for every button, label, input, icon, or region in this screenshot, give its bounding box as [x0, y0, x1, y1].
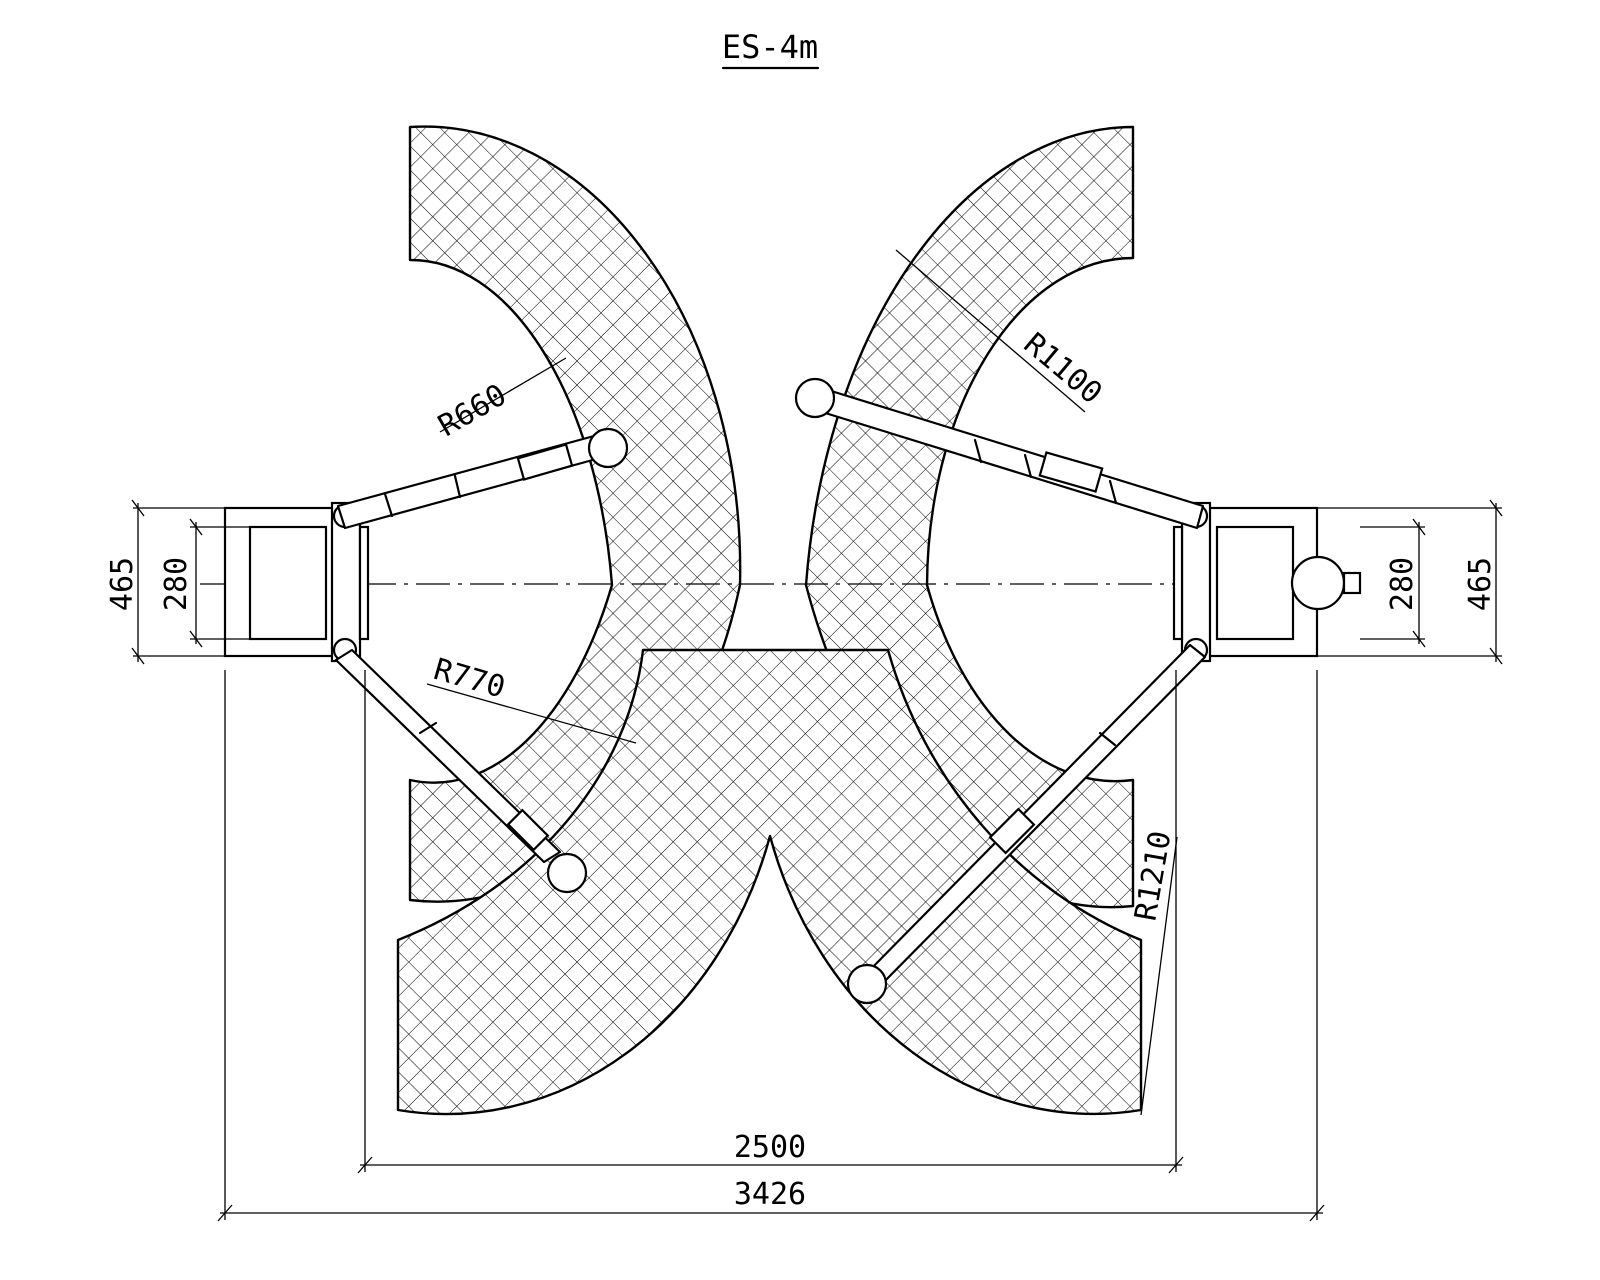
- radius-label-r1100: R1100: [1017, 326, 1109, 411]
- pad-upper-left: [587, 427, 629, 469]
- radius-label-r1210: R1210: [1128, 828, 1178, 923]
- dim-label-280-right: 280: [1385, 557, 1420, 611]
- dimension-right: 465 280: [1317, 499, 1503, 665]
- lift-arms: [334, 377, 1207, 1005]
- dimension-left: 465 280: [105, 499, 250, 665]
- dim-label-280-left: 280: [159, 557, 194, 611]
- motor: [1290, 555, 1346, 611]
- right-column: [1172, 501, 1362, 663]
- swing-zones: [396, 125, 1143, 1116]
- dim-label-2500: 2500: [734, 1130, 806, 1165]
- drawing-title: ES-4m: [722, 28, 820, 70]
- dim-label-465-right: 465: [1463, 557, 1498, 611]
- dim-label-3426: 3426: [734, 1177, 806, 1212]
- pad-lower-right: [846, 963, 888, 1005]
- pad-lower-left: [546, 852, 588, 894]
- arm-lower-left: [334, 648, 562, 864]
- pad-upper-right: [794, 377, 836, 419]
- dim-label-465-left: 465: [105, 557, 140, 611]
- radius-label-r770: R770: [430, 652, 509, 706]
- radius-label-r660: R660: [433, 377, 513, 443]
- zone-center-lower-arms-sweep: [396, 648, 1143, 1116]
- dimension-bottom: 2500 3426: [217, 670, 1325, 1222]
- title-label: ES-4m: [722, 28, 818, 66]
